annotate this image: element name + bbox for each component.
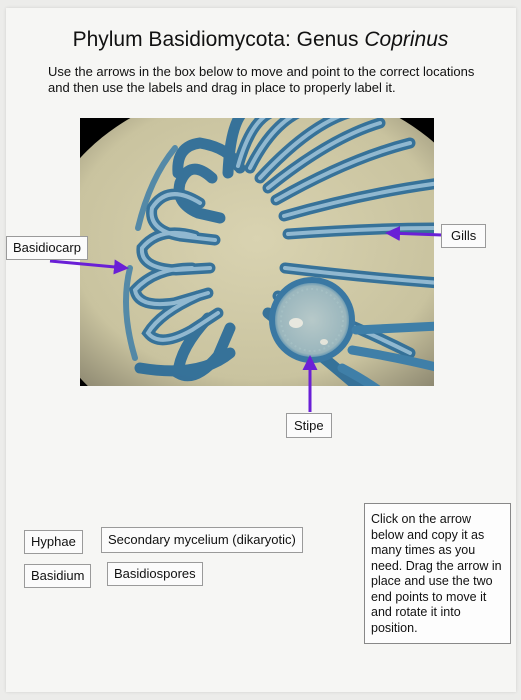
title-text: Phylum Basidiomycota: Genus — [72, 28, 365, 51]
instructions-text: Use the arrows in the box below to move … — [48, 64, 475, 95]
label-stipe[interactable]: Stipe — [286, 413, 332, 438]
label-gills[interactable]: Gills — [441, 224, 487, 248]
title-genus: Coprinus — [364, 28, 449, 51]
arrow-gills[interactable] — [385, 225, 443, 241]
label-basidiocarp[interactable]: Basidiocarp — [6, 236, 88, 260]
arrow-instructions-box: Click on the arrow below and copy it as … — [364, 503, 511, 644]
label-hyphae[interactable]: Hyphae — [24, 530, 83, 554]
label-basidiospores[interactable]: Basidiospores — [107, 562, 203, 586]
label-secondary-mycelium[interactable]: Secondary mycelium (dikaryotic) — [101, 527, 303, 553]
page-title: Phylum Basidiomycota: Genus Coprinus — [0, 28, 521, 52]
coprinus-cross-section — [80, 118, 434, 386]
label-basidium[interactable]: Basidium — [24, 564, 92, 588]
micrograph-image — [80, 118, 434, 386]
arrow-basidiocarp[interactable] — [49, 259, 129, 275]
